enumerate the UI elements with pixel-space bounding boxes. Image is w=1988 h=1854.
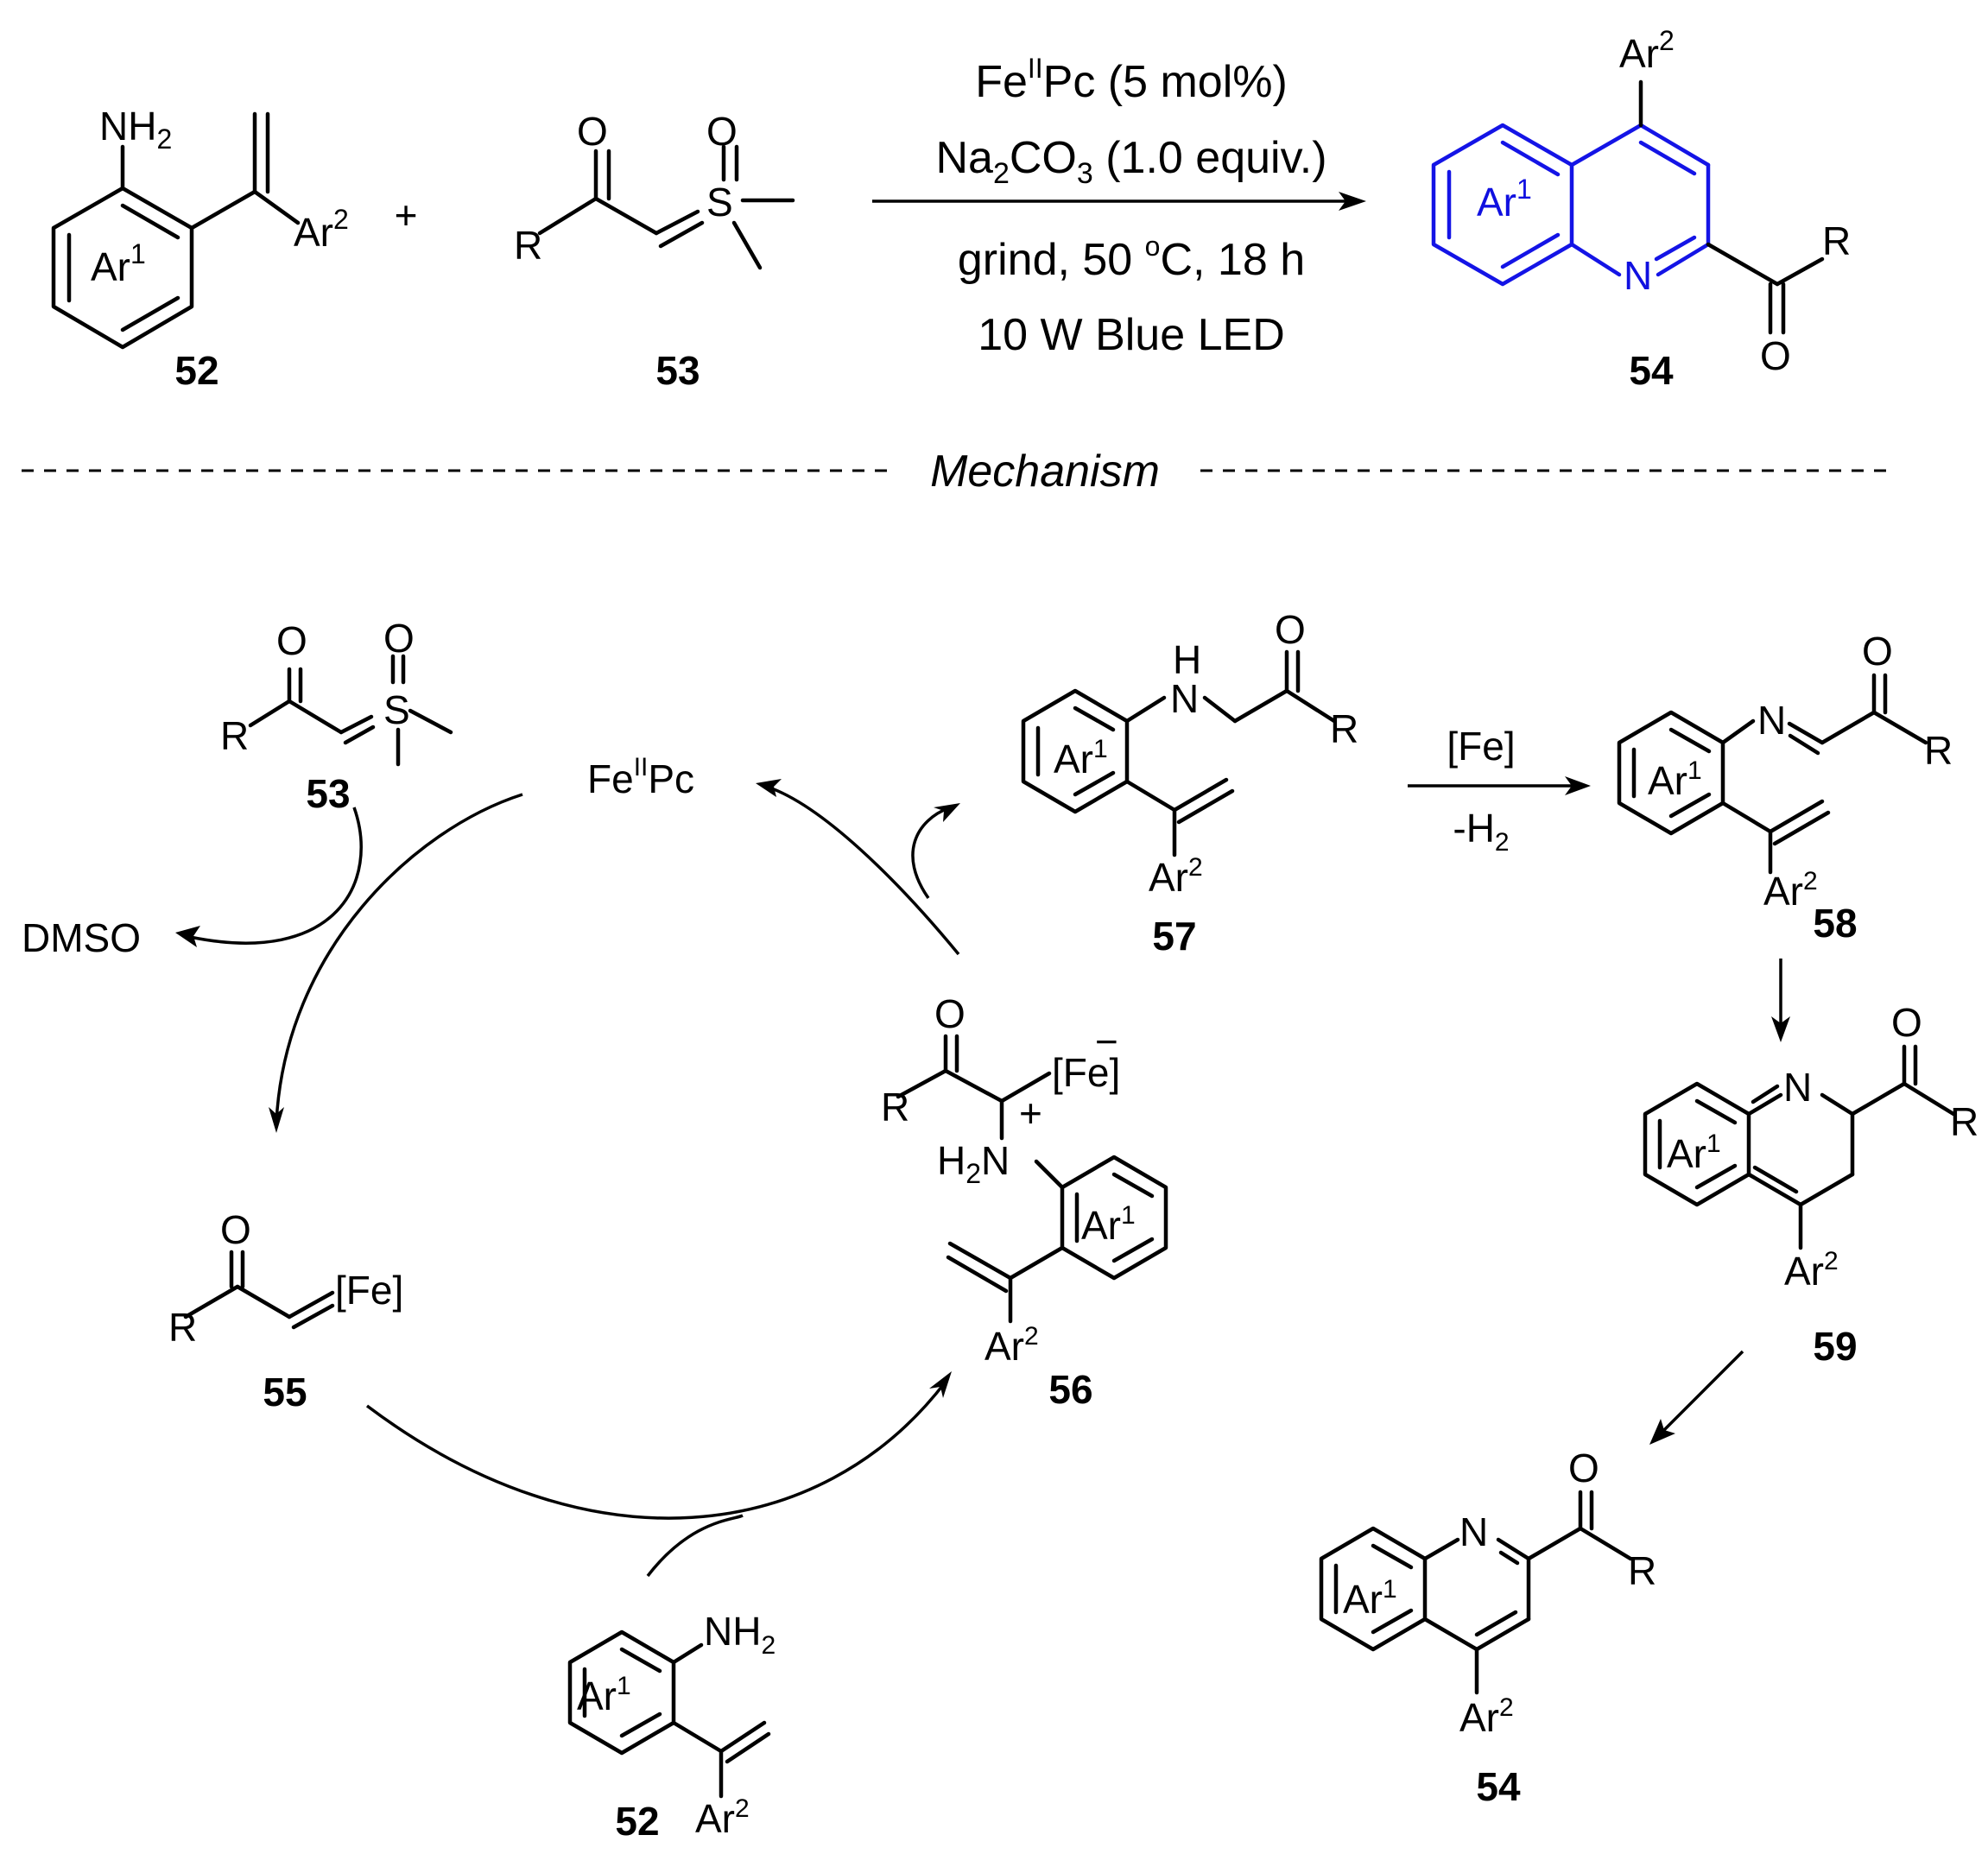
o-label: O — [1760, 333, 1791, 378]
o-label: O — [577, 109, 608, 154]
ar1-label: Ar1 — [91, 238, 146, 289]
fe-label: [Fe] — [1052, 1050, 1120, 1095]
arrow-59-to-54 — [1661, 1350, 1744, 1433]
h2-loss-label: -H2 — [1453, 806, 1509, 857]
r-label: R — [220, 713, 249, 758]
compound-number-59: 59 — [1813, 1324, 1857, 1369]
s-label: S — [383, 687, 410, 732]
r-label: R — [1924, 728, 1953, 773]
plus-charge: + — [1019, 1091, 1042, 1136]
ar1-label: Ar1 — [1648, 756, 1702, 803]
arrowhead — [1649, 1419, 1675, 1445]
compound-number-56: 56 — [1048, 1367, 1092, 1412]
condition-catalyst: FeIIPc (5 mol%) — [975, 53, 1288, 107]
o-label: O — [220, 1207, 251, 1252]
ar1-label: Ar1 — [1054, 735, 1108, 781]
compound-53-top: R O O S 53 — [514, 109, 795, 393]
ar1-label: Ar1 — [1477, 174, 1532, 225]
compound-number-57: 57 — [1152, 914, 1196, 959]
reaction-arrowhead — [1339, 192, 1366, 211]
ar2-label: Ar2 — [1619, 25, 1675, 76]
compound-56: R O [Fe] − H2N + Ar1 Ar2 56 — [881, 991, 1168, 1412]
compound-number-53: 53 — [655, 348, 700, 393]
r-label: R — [1950, 1099, 1979, 1144]
ar2-label: Ar2 — [1763, 867, 1818, 914]
n-label: N — [1170, 676, 1199, 721]
ar2-label: Ar2 — [695, 1794, 750, 1841]
reaction-conditions: FeIIPc (5 mol%) Na2CO3 (1.0 equiv.) grin… — [872, 53, 1366, 360]
r-label: R — [168, 1305, 197, 1350]
compound-number-53: 53 — [306, 771, 350, 816]
n-label: N — [1624, 253, 1652, 298]
n-label: N — [1757, 698, 1786, 743]
compound-58: N O R Ar1 Ar2 58 — [1617, 629, 1953, 946]
fe-label: [Fe] — [335, 1268, 403, 1313]
r-label: R — [514, 223, 542, 268]
mechanism-separator: Mechanism — [22, 446, 1887, 497]
o-label: O — [1275, 607, 1306, 652]
r-label: R — [881, 1085, 909, 1129]
compound-number-52: 52 — [174, 348, 218, 393]
arrowhead — [1771, 1016, 1790, 1042]
o-label: O — [934, 991, 966, 1036]
oxidation-step: [Fe] -H2 — [1408, 724, 1591, 857]
condition-base: Na2CO3 (1.0 equiv.) — [935, 133, 1326, 190]
o-label: O — [276, 618, 307, 663]
catalyst-fepc: FeIIPc — [587, 753, 694, 801]
o-label: O — [1568, 1446, 1599, 1490]
condition-light: 10 W Blue LED — [978, 310, 1285, 360]
compound-53-cycle: R O O S 53 — [220, 616, 453, 816]
h2n-label: H2N — [937, 1138, 1010, 1189]
mechanism-heading: Mechanism — [930, 446, 1160, 497]
compound-59: N O R Ar1 Ar2 59 — [1643, 1000, 1979, 1369]
ar1-label: Ar1 — [1081, 1201, 1136, 1248]
ar1-label: Ar1 — [1667, 1129, 1721, 1176]
compound-number-52: 52 — [615, 1799, 659, 1844]
n-label: N — [1459, 1509, 1488, 1554]
oxidant-label: [Fe] — [1447, 724, 1515, 769]
amine-label: NH2 — [99, 104, 172, 155]
r-label: R — [1822, 218, 1851, 263]
amine-label: NH2 — [704, 1609, 776, 1660]
compound-52-top: NH2 Ar1 Ar2 52 — [51, 104, 349, 393]
compound-number-54: 54 — [1476, 1764, 1521, 1809]
o-label: O — [1891, 1000, 1922, 1045]
ar1-label: Ar1 — [577, 1672, 631, 1718]
byproduct-dmso: DMSO — [22, 915, 141, 960]
compound-54-top: Ar2 Ar1 N R O 54 — [1431, 25, 1851, 393]
compound-number-55: 55 — [263, 1370, 307, 1414]
ar2-label: Ar2 — [1459, 1693, 1514, 1740]
s-label: S — [706, 180, 733, 225]
compound-52-cycle: NH2 Ar1 Ar2 52 — [567, 1609, 776, 1844]
compound-number-54: 54 — [1629, 348, 1674, 393]
o-label: O — [706, 109, 738, 154]
minus-charge: − — [1095, 1019, 1118, 1064]
ar2-label: Ar2 — [1149, 853, 1203, 900]
ar2-label: Ar2 — [294, 204, 349, 255]
ar2-label: Ar2 — [1784, 1247, 1839, 1294]
compound-55: R O [Fe] 55 — [168, 1207, 403, 1414]
ar2-label: Ar2 — [985, 1322, 1039, 1369]
h-label: H — [1173, 637, 1201, 682]
condition-temperature: grind, 50 oC, 18 h — [958, 231, 1305, 285]
compound-54-bottom: N O R Ar1 Ar2 54 — [1319, 1446, 1656, 1809]
r-label: R — [1330, 706, 1358, 751]
compound-57: H N O R Ar1 Ar2 57 — [1021, 607, 1358, 959]
ar1-label: Ar1 — [1343, 1575, 1397, 1622]
compound-number-58: 58 — [1813, 901, 1857, 946]
plus-sign: + — [395, 193, 418, 237]
catalytic-cycle-arrows — [175, 779, 960, 1578]
r-label: R — [1628, 1548, 1656, 1593]
o-label: O — [383, 616, 415, 661]
o-label: O — [1862, 629, 1893, 674]
n-label: N — [1783, 1065, 1812, 1110]
